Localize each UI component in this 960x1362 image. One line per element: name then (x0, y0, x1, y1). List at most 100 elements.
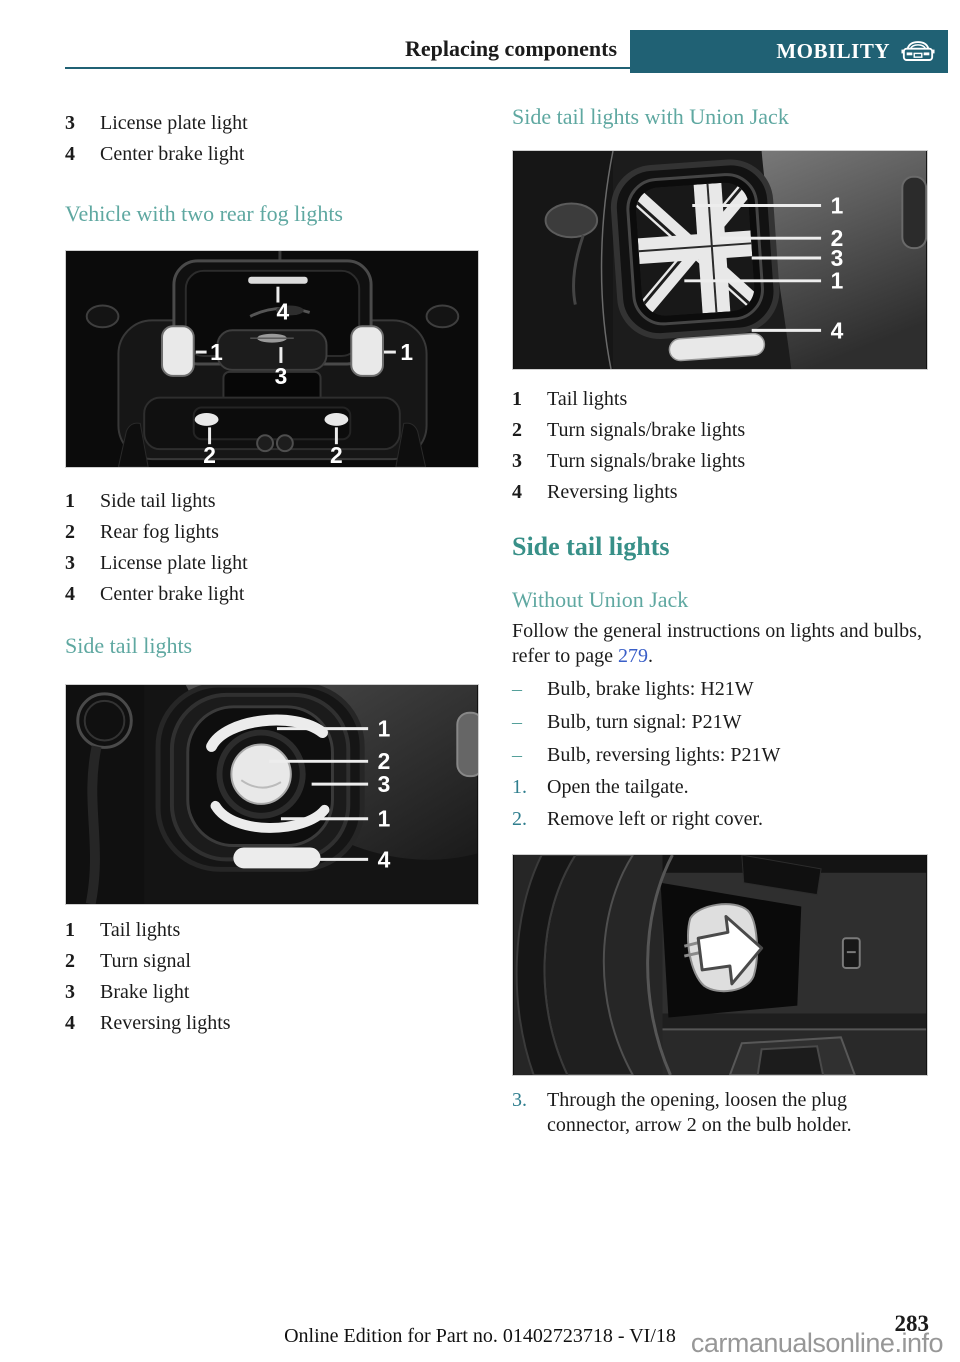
list-item-text: Tail lights (547, 388, 628, 410)
callout-tail-light-bottom: 1 (378, 806, 391, 832)
figure-union-jack-tail-light: 1 2 3 1 4 (512, 150, 928, 370)
list-item-text: Reversing lights (547, 481, 678, 503)
list-item-text: Turn signals/brake lights (547, 450, 746, 472)
page-number: 283 (894, 1311, 930, 1336)
step-item: 2. Remove left or right cover. (512, 807, 928, 832)
list-item: 4 Center brake light (65, 579, 479, 610)
step-number: 2. (512, 808, 527, 830)
list-item-text: Turn signals/brake lights (547, 419, 746, 441)
callout-turn-signal: 2 (378, 748, 391, 774)
header-divider-rule (65, 67, 948, 69)
figure-vehicle-rear-view: 4 1 1 3 2 2 (65, 250, 479, 468)
heading-union-jack: Side tail lights with Union Jack (512, 104, 789, 129)
heading-two-rear-fog-lights: Vehicle with two rear fog lights (65, 201, 343, 226)
list-item: 3 License plate light (65, 108, 479, 139)
step-item: 3. Through the opening, loosen the plug … (512, 1088, 928, 1138)
figure-tailgate-opening (512, 854, 928, 1076)
page-279-link[interactable]: 279 (618, 645, 649, 667)
list-item-text: Rear fog lights (100, 521, 219, 543)
rear-lights-legend: 1 Side tail lights 2 Rear fog lights 3 L… (65, 486, 479, 610)
list-item: 2 Turn signal (65, 946, 479, 977)
subheading-without-union-jack: Without Union Jack (512, 587, 689, 612)
step-item: 1. Open the tailgate. (512, 775, 928, 800)
callout-reversing-light: 4 (831, 317, 844, 343)
list-item-text: Reversing lights (100, 1012, 231, 1034)
procedure-steps: 1. Open the tailgate. 2. Remove left or … (512, 775, 928, 832)
step-text: Open the tailgate. (547, 776, 689, 798)
vehicle-rear-illustration: 4 1 1 3 2 2 (66, 251, 478, 467)
list-item: 4 Reversing lights (65, 1008, 479, 1039)
step-number: 3. (512, 1089, 527, 1111)
list-item: 4 Center brake light (65, 139, 479, 170)
callout-brake-light: 3 (378, 771, 391, 797)
list-item-number: 4 (512, 481, 522, 503)
bullet-dash: – (512, 678, 522, 700)
side-light-legend: 1 Tail lights 2 Turn signal 3 Brake ligh… (65, 915, 479, 1039)
callout-tail-light-top: 1 (378, 716, 391, 742)
bullet-text: Bulb, brake lights: H21W (547, 678, 754, 700)
callout-rear-fog-right: 2 (330, 442, 343, 467)
list-item-text: Tail lights (100, 919, 181, 941)
car-front-icon (901, 41, 935, 61)
callout-tail-light-top: 1 (831, 192, 844, 218)
list-item-text: License plate light (100, 112, 248, 134)
list-item: 1 Tail lights (65, 915, 479, 946)
list-item-number: 3 (65, 552, 75, 574)
bullet-text: Bulb, reversing lights: P21W (547, 744, 781, 766)
callout-license-plate-light: 3 (275, 363, 288, 389)
right-column: Side tail lights with Union Jack (512, 103, 928, 1138)
list-item-text: Center brake light (100, 583, 245, 605)
bullet-dash: – (512, 711, 522, 733)
list-item-number: 4 (65, 143, 75, 165)
bullet-item: – Bulb, reversing lights: P21W (512, 743, 928, 768)
side-tail-light-illustration: 1 2 3 1 4 (66, 685, 478, 904)
list-item: 2 Rear fog lights (65, 517, 479, 548)
step-text: Through the opening, loosen the plug con… (547, 1089, 852, 1136)
procedure-step-3: 3. Through the opening, loosen the plug … (512, 1088, 928, 1138)
chapter-tab-mobility: MOBILITY (630, 30, 948, 73)
callout-turn-brake-lower: 3 (831, 245, 844, 271)
tailgate-opening-illustration (513, 855, 927, 1075)
section-heading-side-tail-lights: Side tail lights (512, 532, 670, 561)
intro-text-end: . (648, 645, 654, 667)
header-section-title: Replacing components (404, 36, 617, 61)
list-item-text: Center brake light (100, 143, 245, 165)
list-item: 3 Brake light (65, 977, 479, 1008)
callout-tail-light-bottom: 1 (831, 268, 844, 294)
callout-side-tail-light-right: 1 (400, 339, 413, 365)
union-jack-legend: 1 Tail lights 2 Turn signals/brake light… (512, 384, 928, 508)
list-item-number: 4 (65, 1012, 75, 1034)
list-item-number: 4 (65, 583, 75, 605)
list-item-number: 1 (512, 388, 522, 410)
list-item-number: 3 (65, 981, 75, 1003)
list-item: 1 Side tail lights (65, 486, 479, 517)
figure-side-tail-light: 1 2 3 1 4 (65, 684, 479, 905)
intro-text: Follow the general instructions on light… (512, 620, 922, 667)
list-item: 3 Turn signals/brake lights (512, 446, 928, 477)
list-item-number: 2 (512, 419, 522, 441)
bullet-text: Bulb, turn signal: P21W (547, 711, 742, 733)
step-text: Remove left or right cover. (547, 808, 764, 830)
list-item-text: License plate light (100, 552, 248, 574)
list-item-text: Side tail lights (100, 490, 216, 512)
list-item-number: 3 (512, 450, 522, 472)
list-item-number: 1 (65, 490, 75, 512)
bulb-spec-list: – Bulb, brake lights: H21W – Bulb, turn … (512, 677, 928, 768)
heading-side-tail-lights: Side tail lights (65, 633, 193, 658)
callout-reversing-light: 4 (378, 846, 391, 872)
list-item: 3 License plate light (65, 548, 479, 579)
left-column: 3 License plate light 4 Center brake lig… (65, 108, 479, 1039)
edition-footer: Online Edition for Part no. 01402723718 … (284, 1325, 676, 1347)
direction-arrow (696, 914, 764, 986)
list-item-number: 1 (65, 919, 75, 941)
list-item-text: Brake light (100, 981, 190, 1003)
chapter-label: MOBILITY (776, 39, 890, 63)
bullet-dash: – (512, 744, 522, 766)
callout-side-tail-light-left: 1 (210, 339, 223, 365)
list-item-number: 3 (65, 112, 75, 134)
bullet-item: – Bulb, turn signal: P21W (512, 710, 928, 735)
step-number: 1. (512, 776, 527, 798)
callout-center-brake-light: 4 (277, 298, 290, 324)
list-item-number: 2 (65, 521, 75, 543)
list-item-text: Turn signal (100, 950, 191, 972)
